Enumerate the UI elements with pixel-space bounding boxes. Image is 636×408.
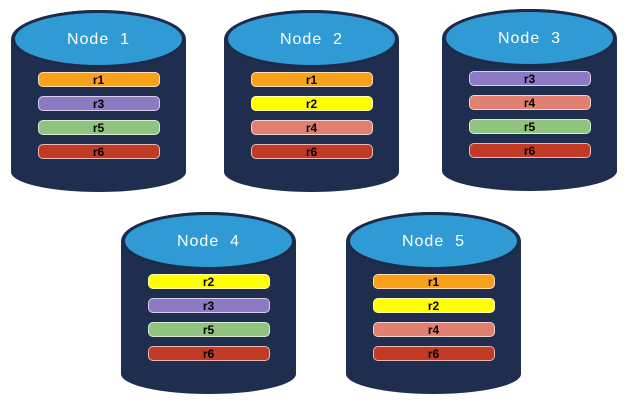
node-label: Node 2 — [279, 31, 344, 48]
replica-bar: r6 — [468, 143, 591, 158]
replica-label: r4 — [523, 95, 536, 110]
replica-label: r6 — [523, 143, 536, 158]
replica-label: r4 — [427, 322, 440, 337]
replica-bar: r3 — [468, 71, 591, 86]
replica-bar: r2 — [250, 96, 373, 111]
replica-list: r2 r3 r5 r6 — [121, 274, 296, 361]
replica-label: r6 — [305, 144, 318, 159]
replica-list: r1 r2 r4 r6 — [346, 274, 521, 361]
replica-label: r3 — [92, 96, 105, 111]
replica-label: r6 — [427, 346, 440, 361]
replica-label: r6 — [202, 346, 215, 361]
cylinder-top-ellipse: Node 2 — [225, 10, 398, 68]
replica-bar: r6 — [147, 346, 270, 361]
replica-label: r5 — [92, 120, 105, 135]
replica-list: r1 r3 r5 r6 — [11, 72, 186, 159]
db-node: Node 1 r1 r3 r5 r6 — [11, 10, 186, 192]
cylinder-top-ellipse: Node 5 — [347, 212, 520, 270]
replica-bar: r3 — [37, 96, 160, 111]
replica-bar: r2 — [147, 274, 270, 289]
replica-bar: r4 — [372, 322, 495, 337]
replica-bar: r5 — [468, 119, 591, 134]
replica-bar: r1 — [37, 72, 160, 87]
replica-bar: r2 — [372, 298, 495, 313]
replica-label: r4 — [305, 120, 318, 135]
replica-label: r5 — [523, 119, 536, 134]
replica-bar: r4 — [468, 95, 591, 110]
replica-label: r3 — [202, 298, 215, 313]
replica-label: r1 — [92, 72, 105, 87]
replica-label: r5 — [202, 322, 215, 337]
replica-bar: r3 — [147, 298, 270, 313]
node-label: Node 3 — [497, 30, 562, 47]
cylinder-top-ellipse: Node 1 — [12, 10, 185, 68]
node-label: Node 5 — [401, 233, 466, 250]
replica-label: r2 — [305, 96, 318, 111]
replica-bar: r6 — [250, 144, 373, 159]
db-node: Node 5 r1 r2 r4 r6 — [346, 212, 521, 394]
replica-label: r1 — [305, 72, 318, 87]
replica-bar: r5 — [37, 120, 160, 135]
db-node: Node 4 r2 r3 r5 r6 — [121, 212, 296, 394]
replica-bar: r1 — [372, 274, 495, 289]
replica-label: r3 — [523, 71, 536, 86]
replica-list: r1 r2 r4 r6 — [224, 72, 399, 159]
db-node: Node 3 r3 r4 r5 r6 — [442, 9, 617, 191]
replica-label: r2 — [427, 298, 440, 313]
replica-label: r1 — [427, 274, 440, 289]
replica-bar: r6 — [372, 346, 495, 361]
replica-bar: r5 — [147, 322, 270, 337]
replica-bar: r6 — [37, 144, 160, 159]
cylinder-top-ellipse: Node 4 — [122, 212, 295, 270]
node-label: Node 1 — [66, 31, 131, 48]
replica-bar: r4 — [250, 120, 373, 135]
cylinder-top-ellipse: Node 3 — [443, 9, 616, 67]
replica-label: r6 — [92, 144, 105, 159]
replica-label: r2 — [202, 274, 215, 289]
replica-list: r3 r4 r5 r6 — [442, 71, 617, 158]
node-label: Node 4 — [176, 233, 241, 250]
replica-bar: r1 — [250, 72, 373, 87]
db-node: Node 2 r1 r2 r4 r6 — [224, 10, 399, 192]
